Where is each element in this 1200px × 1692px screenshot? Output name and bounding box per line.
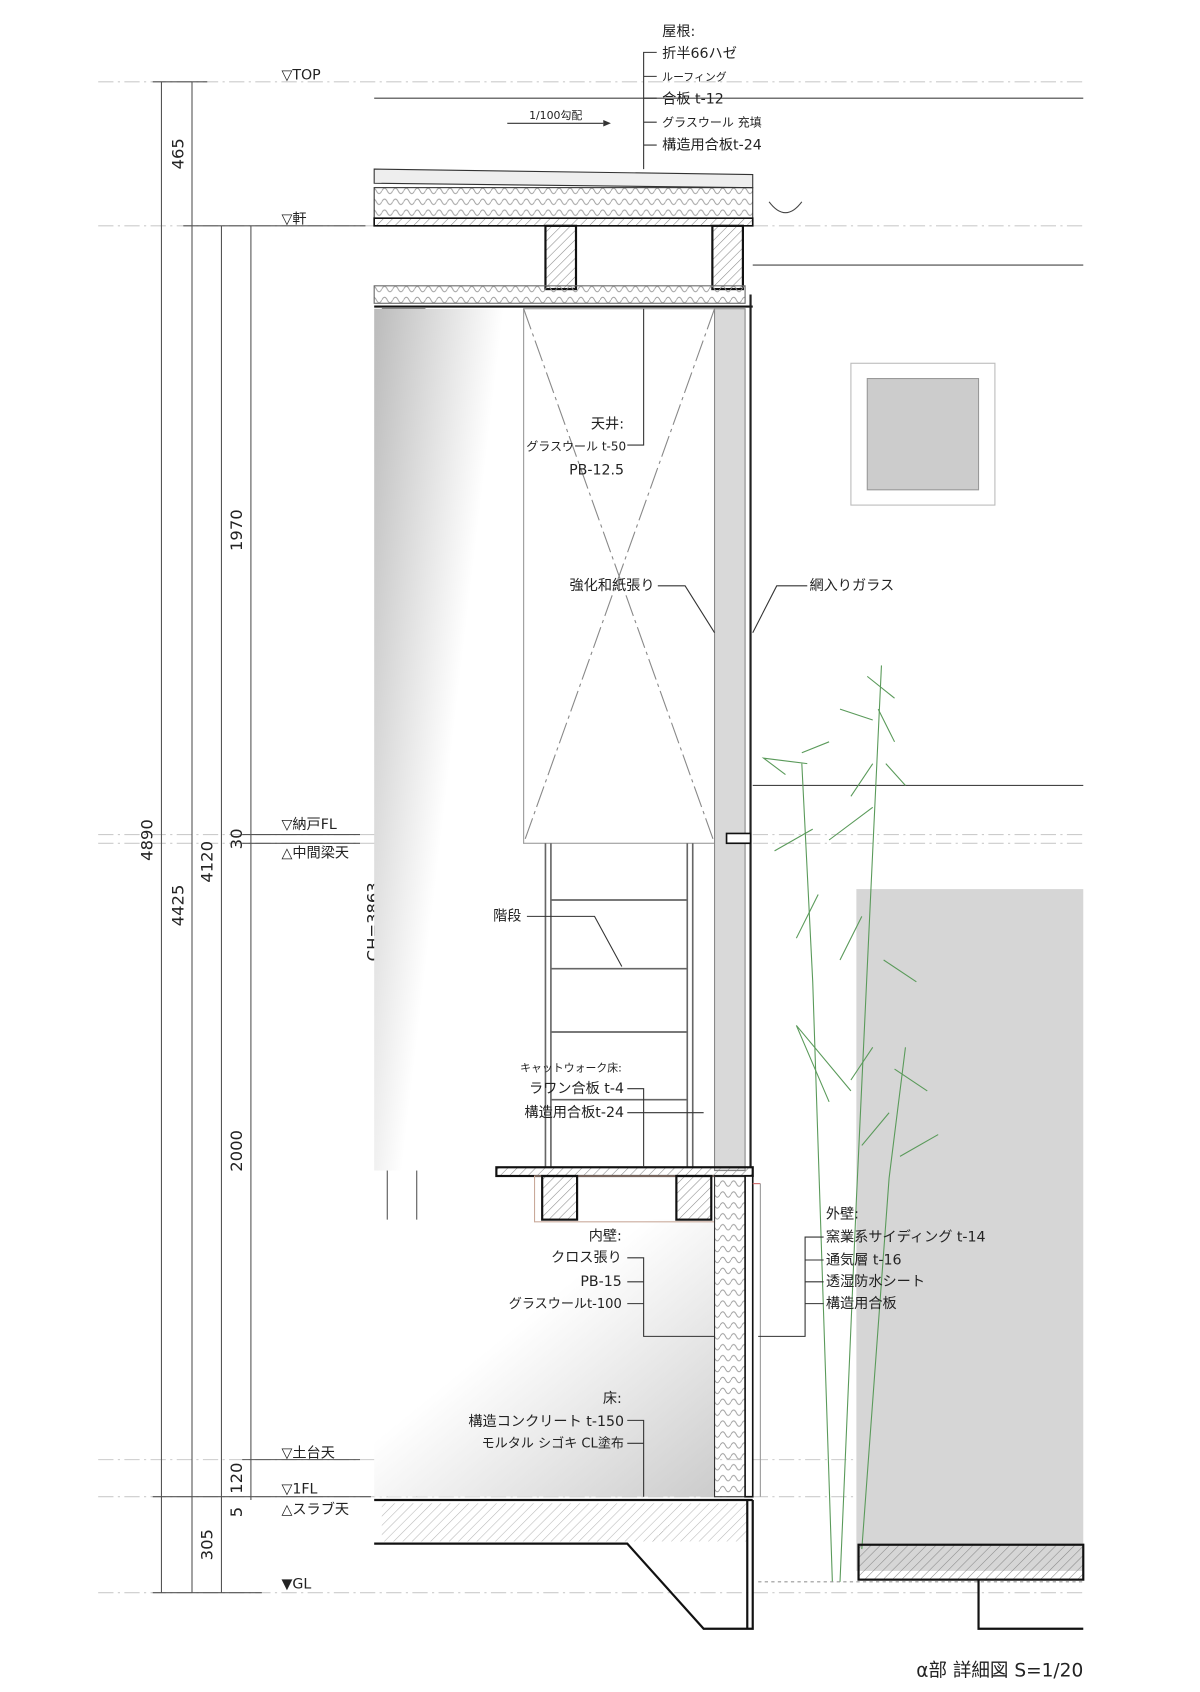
roof-item: グラスウール 充填 <box>662 115 762 130</box>
roof-spec: 屋根: 折半66ハゼ ルーフィング 合板 t-12 グラスウール 充填 構造用合… <box>662 24 762 153</box>
dim-4120: 4120 <box>198 841 217 883</box>
leader-lines <box>526 51 824 1497</box>
dim-4425: 4425 <box>168 885 187 927</box>
outer-wall-item: 通気層 t-16 <box>826 1252 902 1268</box>
catwalk-item: 構造用合板t-24 <box>524 1105 624 1121</box>
level-top: ▽TOP <box>281 68 321 84</box>
floor-item: 構造コンクリート t-150 <box>468 1414 624 1430</box>
dimension-labels: 4890 465 4425 4120 305 1970 30 2000 120 … <box>138 138 412 1560</box>
inner-wall-item: グラスウールt-100 <box>509 1296 622 1312</box>
dim-1970: 1970 <box>227 509 246 551</box>
roof-item: 合板 t-12 <box>662 92 724 108</box>
dim-5: 5 <box>227 1507 246 1517</box>
exterior-wall <box>713 1175 761 1498</box>
catwalk-title: キャットウォーク床: <box>520 1060 622 1074</box>
level-slab: △スラブ天 <box>281 1501 349 1518</box>
outer-wall-item: 窯業系サイディング t-14 <box>826 1228 986 1245</box>
inner-wall-item: クロス張り <box>551 1250 622 1266</box>
bamboo-plant <box>761 665 939 1582</box>
level-labels: ▽TOP ▽軒 ▽納戸FL △中間梁天 ▽土台天 ▽1FL △スラブ天 ▼GL <box>281 68 349 1593</box>
level-chukan: △中間梁天 <box>281 845 349 861</box>
outer-wall-title: 外壁: <box>826 1207 859 1223</box>
foundation <box>374 1498 1085 1630</box>
neighbor-wall <box>856 889 1084 1571</box>
level-noki: ▽軒 <box>281 212 306 228</box>
dim-305: 305 <box>198 1529 217 1560</box>
level-gl: ▼GL <box>281 1576 311 1592</box>
floor-spec: 床: 構造コンクリート t-150 モルタル シゴキ CL塗布 <box>468 1391 624 1452</box>
annotations: 屋根: 折半66ハゼ ルーフィング 合板 t-12 グラスウール 充填 構造用合… <box>468 24 985 1452</box>
dim-30: 30 <box>227 828 246 849</box>
storage-space <box>523 308 746 1172</box>
roof-item: 構造用合板t-24 <box>662 137 762 153</box>
ceiling-item: PB-12.5 <box>569 463 624 479</box>
stairs-label: 階段 <box>493 909 521 925</box>
outer-wall-item: 透湿防水シート <box>826 1274 925 1290</box>
inner-wall-spec: 内壁: クロス張り PB-15 グラスウールt-100 <box>509 1228 622 1312</box>
dim-2000: 2000 <box>227 1130 246 1172</box>
drawing-title: α部 詳細図 S=1/20 <box>916 1661 1083 1682</box>
dim-120: 120 <box>227 1463 246 1494</box>
slope-label: 1/100勾配 <box>529 109 582 122</box>
catwalk-item: ラワン合板 t-4 <box>529 1081 624 1097</box>
roof-assembly: 1/100勾配 <box>373 109 803 308</box>
roof-item: ルーフィング <box>662 70 727 84</box>
inner-wall-item: PB-15 <box>580 1274 621 1290</box>
catwalk-spec: キャットウォーク床: ラワン合板 t-4 構造用合板t-24 <box>520 1060 624 1121</box>
outer-wall-item: 構造用合板 <box>826 1296 897 1312</box>
ceiling-title: 天井: <box>591 417 624 433</box>
roof-item: 折半66ハゼ <box>662 46 737 62</box>
window <box>850 362 996 506</box>
floor-title: 床: <box>603 1391 622 1407</box>
catwalk-floor <box>495 1166 754 1223</box>
outer-wall-spec: 外壁: 窯業系サイディング t-14 通気層 t-16 透湿防水シート 構造用合… <box>826 1207 986 1312</box>
ceiling-spec: 天井: グラスウール t-50 PB-12.5 <box>526 417 626 479</box>
level-nando-fl: ▽納戸FL <box>281 817 336 833</box>
room-lower <box>374 1219 715 1497</box>
dim-465: 465 <box>168 138 187 169</box>
washi-label: 強化和紙張り <box>570 578 655 594</box>
inner-wall-title: 内壁: <box>589 1228 622 1244</box>
dim-4890: 4890 <box>138 819 157 861</box>
roof-title: 屋根: <box>662 24 695 40</box>
level-dodai: ▽土台天 <box>281 1445 334 1461</box>
ceiling-item: グラスウール t-50 <box>526 440 626 454</box>
glass-label: 網入りガラス <box>809 578 894 594</box>
floor-item: モルタル シゴキ CL塗布 <box>482 1435 624 1452</box>
level-1fl: ▽1FL <box>281 1481 317 1497</box>
